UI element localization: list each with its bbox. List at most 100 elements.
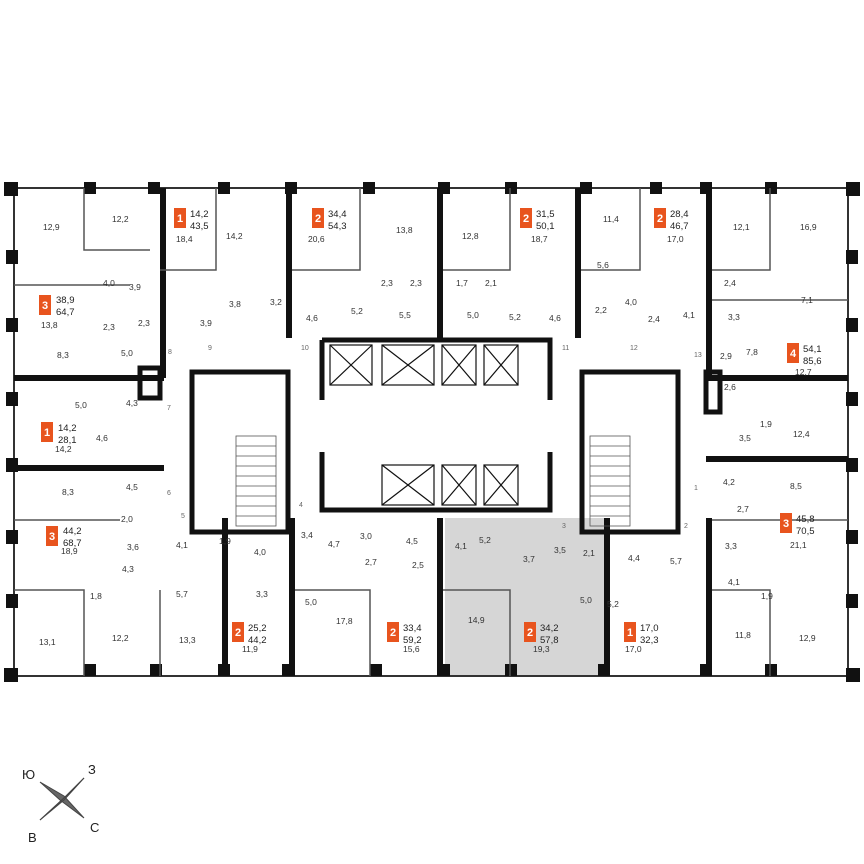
room-area: 1,9 bbox=[219, 536, 231, 546]
room-area: 17,0 bbox=[667, 234, 684, 244]
room-area: 4,3 bbox=[126, 398, 138, 408]
room-area: 13,8 bbox=[41, 320, 58, 330]
room-area: 5,0 bbox=[580, 595, 592, 605]
selected-apartment-highlight bbox=[445, 518, 605, 676]
total-area: 70,5 bbox=[796, 526, 815, 537]
building-outline bbox=[13, 187, 849, 677]
rooms-count: 3 bbox=[783, 518, 789, 530]
rooms-badge bbox=[524, 622, 536, 642]
living-area: 34,2 bbox=[540, 623, 559, 634]
rooms-badge bbox=[41, 422, 53, 442]
room-area: 14,2 bbox=[55, 444, 72, 454]
rooms-badge bbox=[232, 622, 244, 642]
rooms-badge bbox=[520, 208, 532, 228]
room-area: 2,3 bbox=[381, 278, 393, 288]
room-area: 1,7 bbox=[456, 278, 468, 288]
rooms-badge bbox=[46, 526, 58, 546]
door-number: 5 bbox=[181, 513, 185, 520]
door-number: 3 bbox=[562, 523, 566, 530]
door-number: 6 bbox=[167, 490, 171, 497]
rooms-count: 2 bbox=[527, 627, 533, 639]
rooms-count: 3 bbox=[42, 300, 48, 312]
room-area: 11,4 bbox=[603, 214, 619, 224]
apartment-label: 2 25,2 44,2 bbox=[232, 622, 267, 646]
room-area: 12,9 bbox=[799, 633, 816, 643]
room-area: 4,0 bbox=[625, 297, 637, 307]
room-area: 13,1 bbox=[39, 637, 56, 647]
room-area: 5,2 bbox=[479, 535, 491, 545]
rooms-count: 3 bbox=[49, 531, 55, 543]
room-area: 4,1 bbox=[683, 310, 695, 320]
room-area: 4,2 bbox=[723, 477, 735, 487]
room-area: 4,3 bbox=[122, 564, 134, 574]
total-area: 85,6 bbox=[803, 356, 822, 367]
living-area: 25,2 bbox=[248, 623, 267, 634]
living-area: 14,2 bbox=[190, 209, 209, 220]
rooms-badge bbox=[312, 208, 324, 228]
living-area: 17,0 bbox=[640, 623, 659, 634]
compass-label: З bbox=[88, 762, 96, 777]
room-area: 15,6 bbox=[403, 644, 420, 654]
room-area: 3,4 bbox=[301, 530, 313, 540]
apartment-label: 2 34,2 57,8 bbox=[524, 622, 559, 646]
room-area: 13,3 bbox=[179, 635, 196, 645]
room-area: 3,7 bbox=[523, 554, 535, 564]
apartment-label: 3 45,8 70,5 bbox=[780, 513, 815, 537]
room-area: 3,5 bbox=[554, 545, 566, 555]
room-area: 4,1 bbox=[728, 577, 740, 587]
room-area: 2,0 bbox=[121, 514, 133, 524]
room-area: 8,3 bbox=[57, 350, 69, 360]
apartment-label: 3 38,9 64,7 bbox=[39, 295, 75, 318]
room-area: 2,3 bbox=[138, 318, 150, 328]
room-area: 4,1 bbox=[176, 540, 188, 550]
total-area: 59,2 bbox=[403, 635, 422, 646]
apartment-label: 2 31,5 50,1 bbox=[520, 208, 555, 232]
compass-label: Ю bbox=[22, 767, 35, 782]
room-area: 4,4 bbox=[628, 553, 640, 563]
room-area: 5,7 bbox=[670, 556, 682, 566]
rooms-badge bbox=[787, 343, 799, 363]
room-area: 4,6 bbox=[549, 313, 561, 323]
door-number: 8 bbox=[168, 349, 172, 356]
total-area: 46,7 bbox=[670, 221, 689, 232]
room-area: 3,3 bbox=[725, 541, 737, 551]
room-area: 5,0 bbox=[121, 348, 133, 358]
rooms-badge bbox=[780, 513, 792, 533]
room-area: 4,7 bbox=[328, 539, 340, 549]
elevator-shafts bbox=[329, 344, 519, 506]
rooms-count: 1 bbox=[44, 427, 50, 439]
room-area: 5,2 bbox=[607, 599, 619, 609]
door-number: 10 bbox=[301, 345, 309, 352]
room-area: 5,6 bbox=[597, 260, 609, 270]
room-area: 4,6 bbox=[96, 433, 108, 443]
apartment-label: 2 33,4 59,2 bbox=[387, 622, 422, 646]
apartment-label: 3 44,2 68,7 bbox=[46, 526, 82, 549]
room-area: 2,1 bbox=[583, 548, 595, 558]
room-area: 4,0 bbox=[254, 547, 266, 557]
rooms-badge bbox=[654, 208, 666, 228]
living-area: 34,4 bbox=[328, 209, 347, 220]
compass-label: С bbox=[90, 820, 99, 835]
apartment-label: 4 54,1 85,6 bbox=[787, 343, 822, 367]
total-area: 28,1 bbox=[58, 435, 77, 446]
columns bbox=[4, 182, 860, 682]
room-area: 2,9 bbox=[720, 351, 732, 361]
room-area: 11,9 bbox=[242, 644, 258, 654]
total-area: 64,7 bbox=[56, 307, 75, 318]
room-area: 18,4 bbox=[176, 234, 193, 244]
room-area: 3,6 bbox=[127, 542, 139, 552]
living-area: 14,2 bbox=[58, 423, 77, 434]
living-area: 33,4 bbox=[403, 623, 422, 634]
room-area: 4,5 bbox=[126, 482, 138, 492]
rooms-badge bbox=[174, 208, 186, 228]
room-area: 20,6 bbox=[308, 234, 325, 244]
room-area: 4,6 bbox=[306, 313, 318, 323]
total-area: 44,2 bbox=[248, 635, 267, 646]
door-number: 7 bbox=[167, 405, 171, 412]
compass-label: В bbox=[28, 830, 37, 845]
room-area: 2,3 bbox=[103, 322, 115, 332]
living-area: 31,5 bbox=[536, 209, 555, 220]
room-area: 3,9 bbox=[200, 318, 212, 328]
door-number: 9 bbox=[208, 345, 212, 352]
